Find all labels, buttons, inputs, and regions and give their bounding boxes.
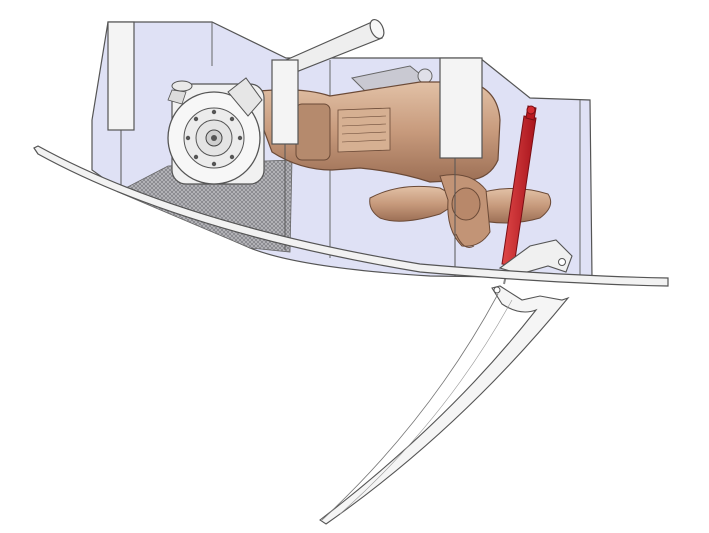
bracket-left	[107, 21, 135, 190]
support-brackets	[107, 21, 483, 276]
bracket-right	[439, 57, 483, 276]
bracket-center	[271, 59, 299, 250]
motor	[167, 77, 265, 185]
hull-bottom	[33, 145, 669, 287]
closure-flap	[319, 285, 570, 525]
